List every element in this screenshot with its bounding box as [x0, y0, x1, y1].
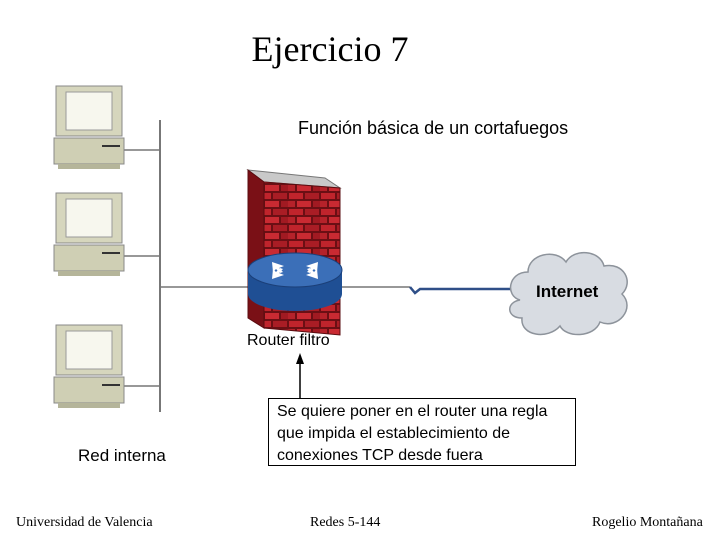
- computer-icon: [53, 192, 125, 276]
- internal-network-label: Red interna: [78, 446, 166, 465]
- footer-author: Rogelio Montañana: [592, 515, 703, 530]
- computer-icon: [53, 85, 125, 169]
- router-icon: [247, 252, 343, 311]
- computer-icon: [53, 324, 125, 408]
- footer-page-number: Redes 5-144: [310, 515, 381, 530]
- slide-subtitle: Función básica de un cortafuegos: [298, 118, 569, 138]
- wan-link-zigzag: [409, 286, 520, 295]
- internet-cloud-icon: [509, 252, 628, 336]
- pointer-arrow: [296, 353, 304, 398]
- footer-institution: Universidad de Valencia: [16, 515, 153, 530]
- slide-title: Ejercicio 7: [251, 29, 409, 69]
- note-box: Se quiere poner en el router una regla q…: [268, 398, 576, 466]
- router-label: Router filtro: [247, 332, 330, 349]
- internet-label: Internet: [536, 282, 599, 301]
- lan-bus: [124, 120, 250, 412]
